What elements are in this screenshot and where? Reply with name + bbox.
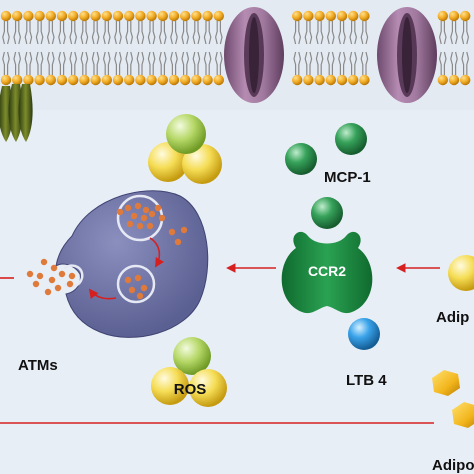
ccr2-receptor-icon [281, 231, 373, 314]
ccr2-label: CCR2 [308, 263, 346, 279]
mcp1-ligand-icon [285, 123, 367, 229]
adipokine-sphere-icon [448, 255, 474, 291]
macrophage-cell-icon [55, 190, 209, 338]
adipo-lower-label: Adipo [432, 457, 474, 474]
ros-cluster-upper [148, 114, 222, 184]
mcp1-label: MCP-1 [324, 169, 371, 186]
ion-channel-icon [224, 7, 284, 103]
ltb4-label: LTB 4 [346, 372, 387, 389]
vesicle-flow-arrow [149, 237, 165, 268]
membrane-protein-icon [0, 84, 33, 142]
vesicle-flow-arrow [88, 288, 117, 300]
ros-cluster-lower [151, 337, 227, 407]
atms-label: ATMs [18, 357, 58, 374]
lipid-bilayer-icon [0, 10, 471, 86]
ros-label: ROS [174, 381, 207, 398]
granule-particles [26, 202, 188, 300]
ltb4-ligand-icon [348, 318, 380, 350]
adipo-upper-label: Adip [436, 309, 469, 326]
ion-channel-icon [377, 7, 437, 103]
adipokine-hexagon-icon [432, 370, 474, 428]
